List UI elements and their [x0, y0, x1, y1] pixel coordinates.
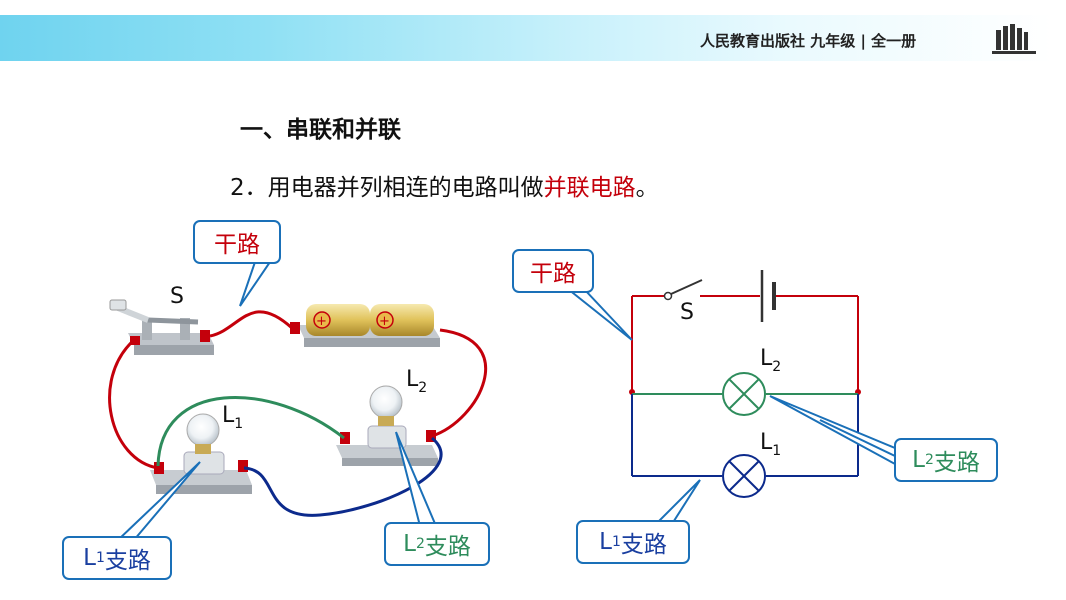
svg-text:+: +: [316, 314, 327, 329]
left-physical-circuit: + +: [108, 261, 488, 541]
lamp-l1-holder: [150, 413, 252, 494]
left-trunk-callout: 干路: [193, 220, 281, 264]
right-l2-callout-pointer-line: [819, 419, 896, 457]
left-switch-label: S: [170, 284, 184, 309]
right-l2-callout-pointer: [769, 395, 896, 466]
section-heading: 一、串联和并联: [240, 117, 401, 143]
statement-suffix: 。: [635, 175, 659, 201]
right-trunk-callout-pointer: [565, 288, 633, 341]
right-switch-label: S: [680, 300, 694, 325]
lamp-l2-holder: [336, 385, 438, 466]
right-lamp2-label: L2: [760, 346, 782, 375]
books-logo-icon: [992, 24, 1036, 54]
trunk-wire-battery-lamp2: [431, 328, 488, 438]
left-lamp2-label: L2: [406, 367, 428, 396]
branch-l2-green-wire: [156, 395, 345, 467]
header-banner: [0, 15, 1052, 61]
trunk-callout-pointer: [239, 261, 272, 307]
definition-statement: 2．用电器并列相连的电路叫做并联电路。: [230, 168, 659, 202]
publisher-text: 人民教育出版社 九年级 | 全一册: [700, 32, 917, 50]
trunk-wire-switch-battery: [209, 310, 294, 338]
right-trunk-callout: 干路: [512, 249, 594, 293]
right-lamp1-label: L1: [760, 430, 782, 459]
lamp-l1-symbol: [722, 454, 766, 498]
left-lamp1-label: L1: [222, 403, 244, 432]
lamp-l2-symbol: [722, 372, 766, 416]
branch-l1-blue-wire: [243, 436, 443, 517]
knife-switch: [109, 299, 214, 355]
right-l1-callout-pointer: [653, 479, 701, 525]
statement-prefix: 2．用电器并列相连的电路叫做: [230, 175, 544, 201]
battery-pack: + +: [290, 304, 440, 347]
svg-text:+: +: [379, 314, 390, 329]
statement-highlight: 并联电路: [543, 175, 636, 201]
right-schematic: [565, 270, 896, 525]
trunk-wire-switch-lamp1: [108, 338, 159, 470]
